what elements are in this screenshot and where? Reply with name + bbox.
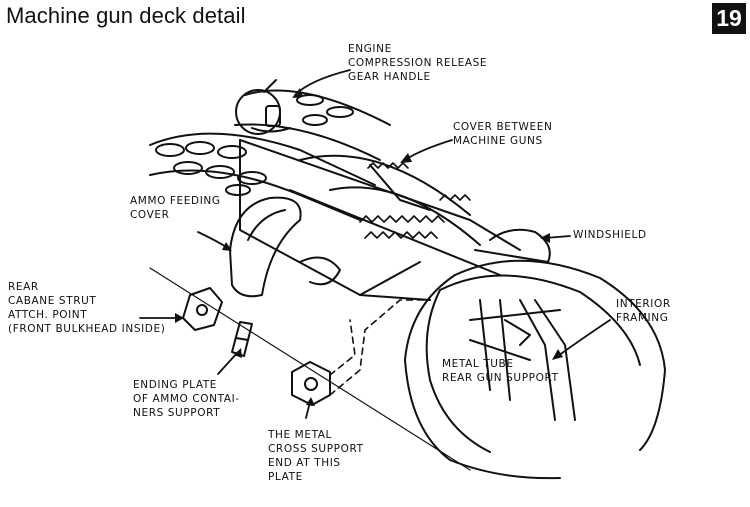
arrow-heads bbox=[175, 88, 563, 406]
label-metal-tube-support: METAL TUBE REAR GUN SUPPORT bbox=[442, 358, 559, 384]
label-cross-support-plate: THE METAL CROSS SUPPORT END AT THIS PLAT… bbox=[268, 429, 364, 483]
label-cover-between-guns: COVER BETWEEN MACHINE GUNS bbox=[453, 121, 553, 147]
right-gun-barrel-jacket bbox=[234, 89, 391, 161]
left-gun-barrel-jacket bbox=[149, 132, 376, 221]
label-interior-framing: INTERIOR FRAMING bbox=[616, 298, 671, 324]
label-ending-plate: ENDING PLATE OF AMMO CONTAI- NERS SUPPOR… bbox=[133, 379, 240, 419]
page-number-badge: 19 bbox=[712, 3, 746, 34]
page-title: Machine gun deck detail bbox=[6, 3, 246, 28]
label-rear-cabane-strut: REAR CABANE STRUT ATTCH. POINT (FRONT BU… bbox=[8, 281, 166, 335]
cockpit-coaming bbox=[404, 259, 666, 480]
ammo-feeding-cover bbox=[229, 196, 302, 298]
interior-framing bbox=[469, 299, 576, 421]
label-engine-compression-release: ENGINE COMPRESSION RELEASE GEAR HANDLE bbox=[348, 43, 488, 83]
label-windshield: WINDSHIELD bbox=[573, 229, 647, 241]
label-ammo-feeding-cover: AMMO FEEDING COVER bbox=[130, 195, 221, 221]
compression-release-handle bbox=[235, 79, 291, 135]
windshield bbox=[474, 228, 551, 263]
fuselage-edge-line bbox=[149, 267, 471, 471]
center-cover bbox=[299, 154, 481, 246]
rear-cabane-plate bbox=[182, 287, 223, 331]
coil-springs bbox=[359, 162, 471, 239]
ending-plate bbox=[231, 321, 253, 357]
cross-support-dashed-line bbox=[329, 299, 431, 396]
